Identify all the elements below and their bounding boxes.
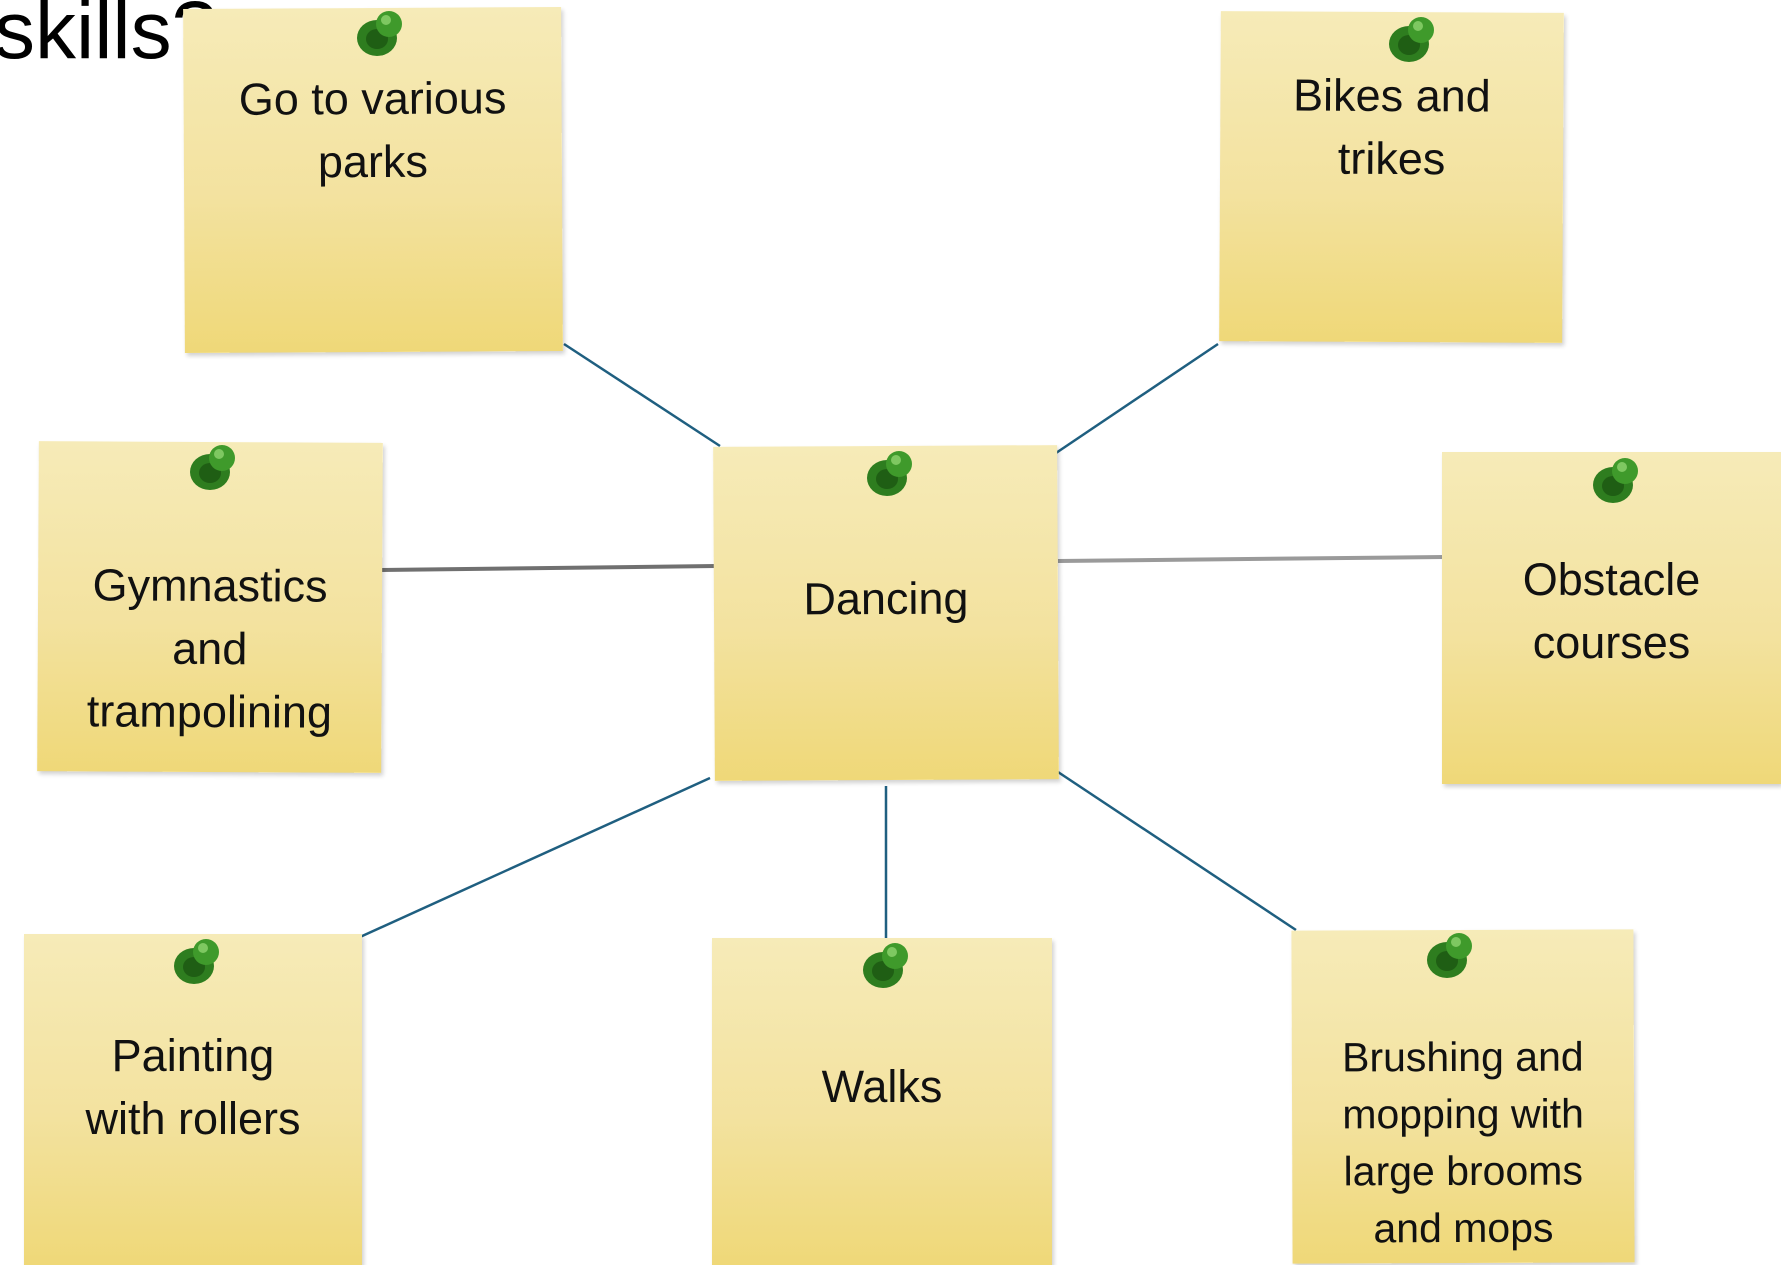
sticky-note-label: Painting with rollers	[85, 1029, 301, 1144]
pushpin-icon	[174, 939, 219, 984]
connector-line	[563, 342, 721, 448]
pushpin-icon	[867, 451, 912, 496]
sticky-note: Obstacle courses	[1442, 452, 1781, 784]
sticky-note-label: Go to various parks	[238, 72, 507, 188]
pushpin-icon	[863, 943, 908, 988]
slide-title-fragment: skills?	[0, 0, 218, 76]
center-note-label: Dancing	[803, 572, 969, 624]
connector-line	[379, 564, 717, 572]
connector-line	[359, 776, 711, 939]
sticky-note-label: Gymnastics and trampolining	[86, 558, 333, 738]
pushpin-icon	[1389, 17, 1434, 62]
pushpin-icon	[357, 11, 402, 56]
pushpin-icon	[1593, 458, 1638, 503]
sticky-note-label: Walks	[821, 1061, 943, 1112]
sticky-note-label: Obstacle courses	[1522, 554, 1701, 668]
pushpin-icon	[1427, 933, 1472, 978]
connector-line	[1057, 770, 1297, 932]
sticky-note: Painting with rollers	[24, 934, 362, 1265]
connector-line	[1057, 555, 1445, 563]
connector-line	[1055, 342, 1219, 455]
sticky-note-label: Brushing and mopping with large brooms a…	[1341, 1033, 1584, 1251]
sticky-note: Walks	[712, 938, 1052, 1265]
sticky-note-label: Bikes and trikes	[1292, 69, 1491, 185]
sticky-note: Go to various parks	[183, 7, 563, 353]
pushpin-icon	[190, 445, 235, 490]
